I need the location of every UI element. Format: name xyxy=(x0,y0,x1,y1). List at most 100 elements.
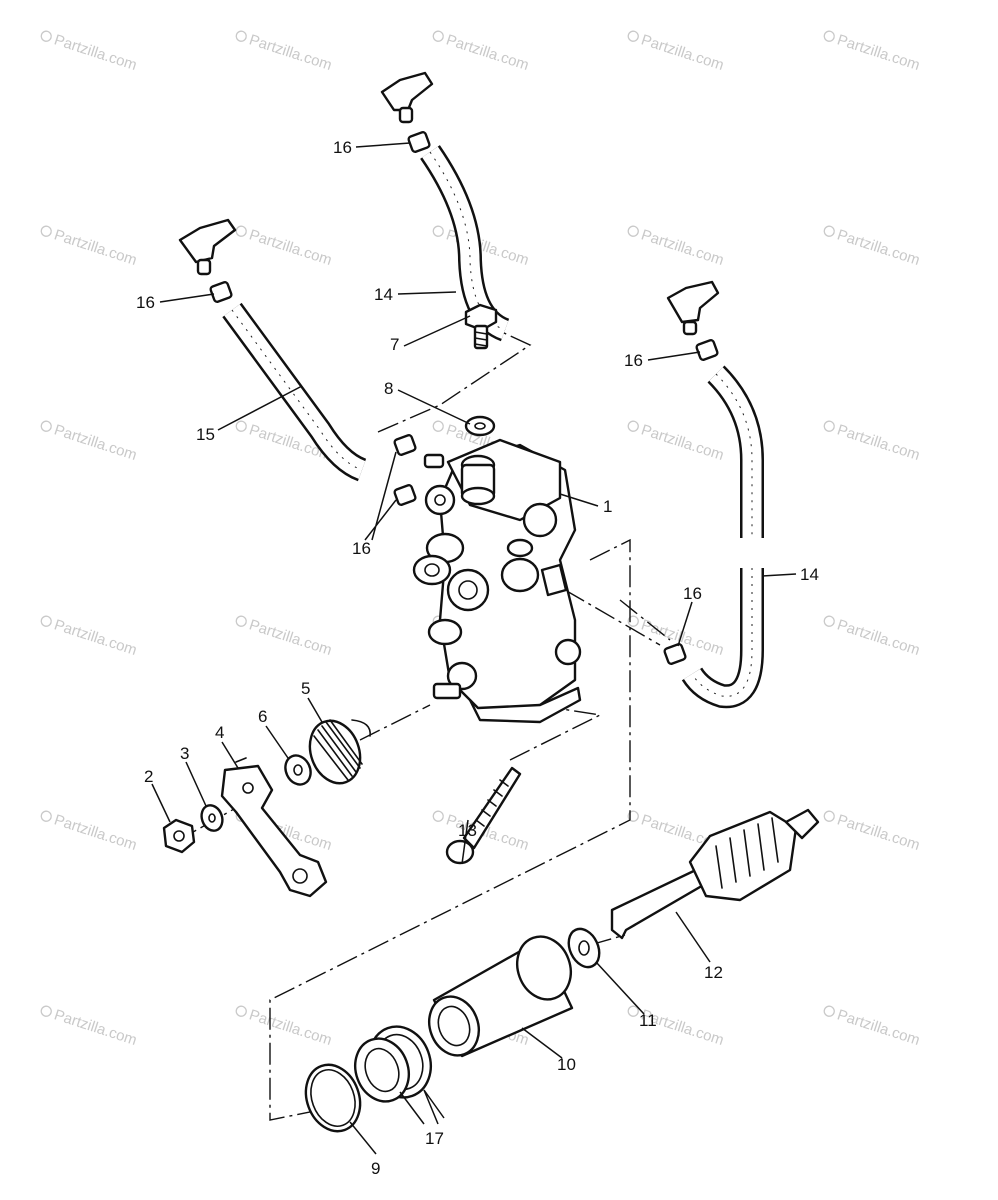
watermark: Partzilla.com xyxy=(823,420,922,464)
watermark-text: Partzilla.com xyxy=(52,616,139,659)
watermark-text: Partzilla.com xyxy=(247,226,334,269)
watermark-text: Partzilla.com xyxy=(835,1006,922,1049)
assembly-lines xyxy=(169,321,671,1121)
o-ring-9 xyxy=(304,1063,362,1133)
watermark-text: Partzilla.com xyxy=(52,1006,139,1049)
callout-labels: 16 16 16 16 16 14 14 15 7 8 1 5 6 4 3 2 … xyxy=(136,138,819,1178)
watermark-registered-icon xyxy=(823,30,835,42)
watermark-registered-icon xyxy=(40,225,52,237)
watermark-registered-icon xyxy=(432,225,444,237)
watermark-registered-icon xyxy=(235,420,247,432)
watermark: Partzilla.com xyxy=(235,225,334,269)
callout-9: 9 xyxy=(371,1159,380,1178)
sleeve-10 xyxy=(428,935,574,1058)
watermark: Partzilla.com xyxy=(823,615,922,659)
callout-4: 4 xyxy=(215,723,224,742)
watermark: Partzilla.com xyxy=(40,30,139,74)
watermark: Partzilla.com xyxy=(40,1005,139,1049)
watermark-registered-icon xyxy=(432,420,444,432)
watermark: Partzilla.com xyxy=(40,420,139,464)
watermark-registered-icon xyxy=(40,30,52,42)
watermark-registered-icon xyxy=(823,225,835,237)
callout-16: 16 xyxy=(136,293,155,312)
callout-13: 13 xyxy=(458,821,477,840)
callout-10: 10 xyxy=(557,1055,576,1074)
gear-shaft-12 xyxy=(610,808,820,940)
callout-15: 15 xyxy=(196,425,215,444)
watermark-registered-icon xyxy=(627,420,639,432)
watermark-registered-icon xyxy=(235,225,247,237)
watermark: Partzilla.com xyxy=(823,225,922,269)
watermark-registered-icon xyxy=(235,30,247,42)
watermark-registered-icon xyxy=(627,810,639,822)
watermark-registered-icon xyxy=(40,615,52,627)
callout-8: 8 xyxy=(384,379,393,398)
watermark-text: Partzilla.com xyxy=(52,811,139,854)
hose-14-right-lower xyxy=(681,568,764,709)
washer-11 xyxy=(567,927,601,969)
watermark-text: Partzilla.com xyxy=(835,226,922,269)
watermark-registered-icon xyxy=(235,1005,247,1017)
hose-clamps xyxy=(209,131,719,665)
watermark-registered-icon xyxy=(40,810,52,822)
watermark-registered-icon xyxy=(823,1005,835,1017)
watermark-registered-icon xyxy=(627,1005,639,1017)
watermark: Partzilla.com xyxy=(823,810,922,854)
spring-5 xyxy=(308,719,371,785)
watermark-registered-icon xyxy=(40,420,52,432)
connector-top xyxy=(380,71,434,124)
watermark: Partzilla.com xyxy=(627,420,726,464)
watermark: Partzilla.com xyxy=(823,1005,922,1049)
callout-3: 3 xyxy=(180,744,189,763)
lever-4 xyxy=(220,757,328,898)
watermark: Partzilla.com xyxy=(235,1005,334,1049)
watermark-text: Partzilla.com xyxy=(639,226,726,269)
watermark: Partzilla.com xyxy=(627,225,726,269)
watermark-registered-icon xyxy=(432,810,444,822)
watermark-text: Partzilla.com xyxy=(52,226,139,269)
watermark-registered-icon xyxy=(627,225,639,237)
watermark: Partzilla.com xyxy=(40,225,139,269)
watermark: Partzilla.com xyxy=(432,30,531,74)
leader-lines xyxy=(151,142,797,1155)
callout-16: 16 xyxy=(352,539,371,558)
watermark-text: Partzilla.com xyxy=(835,616,922,659)
washer-6 xyxy=(284,754,312,786)
callout-16: 16 xyxy=(683,584,702,603)
callout-16: 16 xyxy=(624,351,643,370)
oil-pump-body xyxy=(412,438,582,724)
watermark-registered-icon xyxy=(823,810,835,822)
callout-6: 6 xyxy=(258,707,267,726)
callout-17: 17 xyxy=(425,1129,444,1148)
watermark-text: Partzilla.com xyxy=(247,616,334,659)
watermark: Partzilla.com xyxy=(40,810,139,854)
watermark-text: Partzilla.com xyxy=(52,31,139,74)
watermark-registered-icon xyxy=(432,30,444,42)
watermark-registered-icon xyxy=(823,615,835,627)
watermark-text: Partzilla.com xyxy=(639,31,726,74)
bolt-7 xyxy=(464,303,498,350)
washer-8 xyxy=(464,415,496,437)
watermark: Partzilla.com xyxy=(235,30,334,74)
watermark: Partzilla.com xyxy=(627,30,726,74)
watermark-registered-icon xyxy=(627,30,639,42)
callout-5: 5 xyxy=(301,679,310,698)
watermark: Partzilla.com xyxy=(823,30,922,74)
nut-2 xyxy=(162,818,196,854)
watermark-text: Partzilla.com xyxy=(835,31,922,74)
watermark-text: Partzilla.com xyxy=(247,1006,334,1049)
callout-11: 11 xyxy=(639,1011,657,1030)
watermark-registered-icon xyxy=(235,615,247,627)
watermark-text: Partzilla.com xyxy=(52,421,139,464)
connector-left xyxy=(178,218,237,276)
hose-15 xyxy=(222,302,367,482)
watermark-text: Partzilla.com xyxy=(247,31,334,74)
callout-1: 1 xyxy=(603,497,612,516)
watermark-text: Partzilla.com xyxy=(835,421,922,464)
callout-2: 2 xyxy=(144,767,153,786)
watermark-text: Partzilla.com xyxy=(639,421,726,464)
callout-12: 12 xyxy=(704,963,723,982)
seal-17 xyxy=(354,1025,432,1103)
